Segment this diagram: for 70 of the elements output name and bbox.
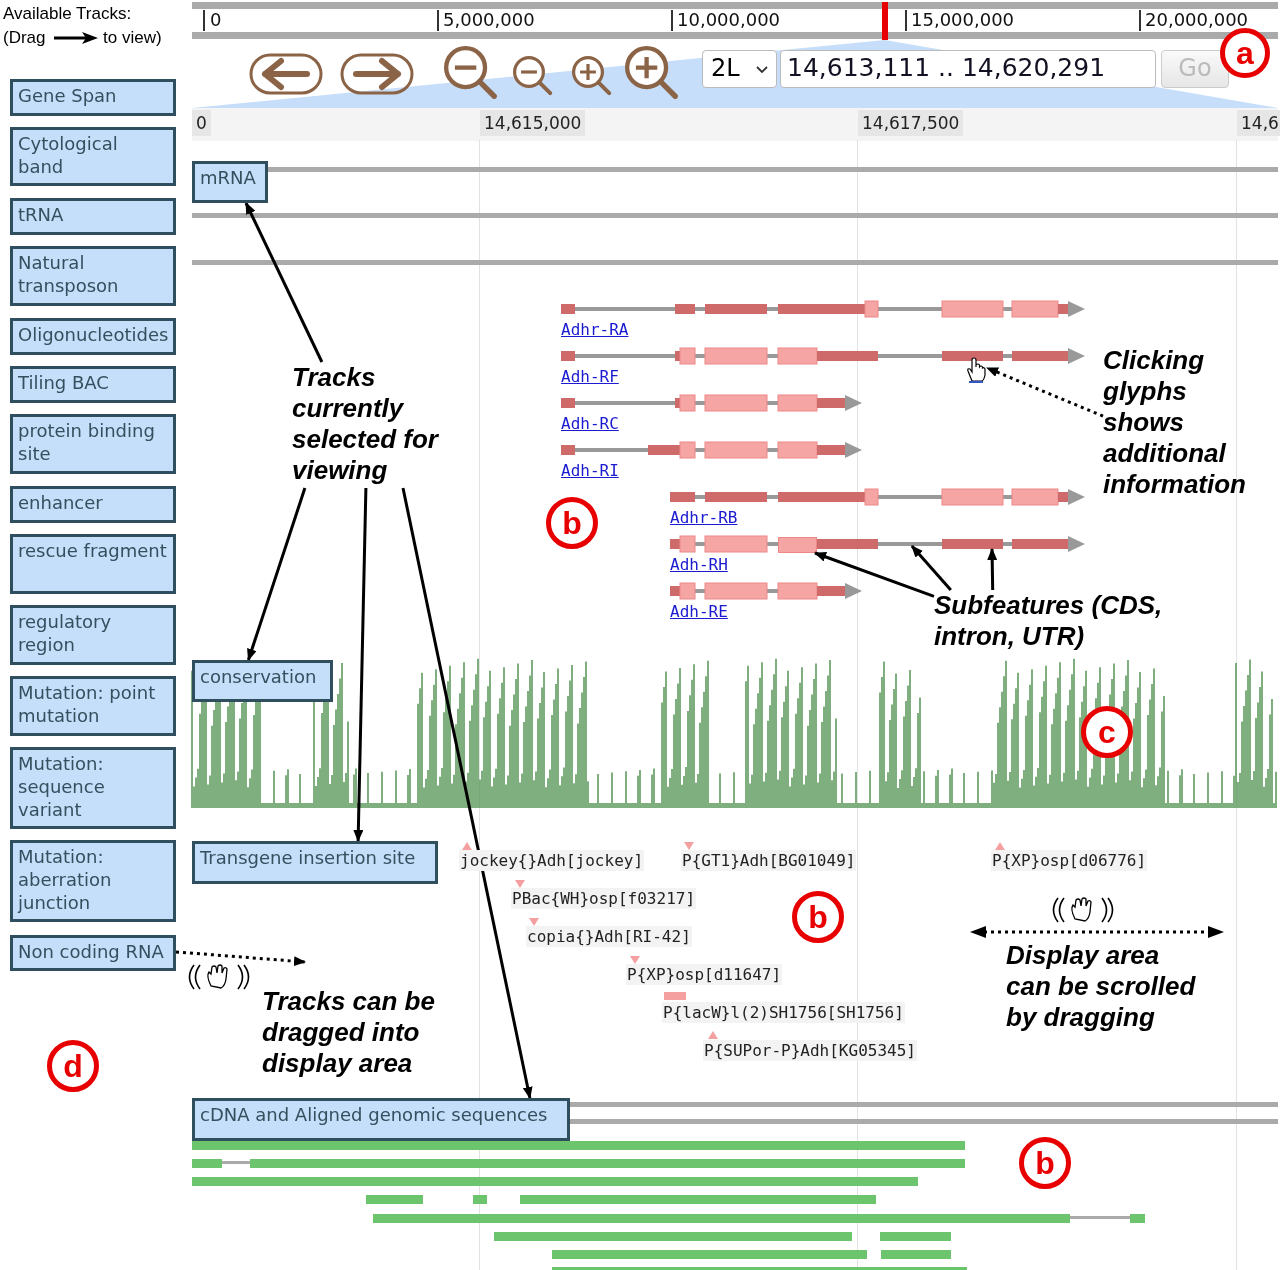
track-label: conservation xyxy=(192,660,333,702)
callout-letter: b xyxy=(792,891,844,943)
annotation-text: Subfeatures (CDS, intron, UTR) xyxy=(934,590,1196,654)
annotation-text: Clicking glyphs shows additional information xyxy=(1103,345,1265,503)
track-label: Transgene insertion site xyxy=(192,841,438,884)
track-label: enhancer xyxy=(10,486,176,523)
track-label: Mutation: aberration junction xyxy=(10,840,176,922)
callout-letter: b xyxy=(1019,1137,1071,1189)
arrow xyxy=(401,487,533,1099)
transcript-link: Adhr-RA xyxy=(561,320,629,339)
annotation-text: Tracks currently selected for viewing xyxy=(292,362,462,488)
hint-text: to view) xyxy=(103,28,162,48)
arrow xyxy=(814,551,935,598)
track-label: Mutation: point mutation xyxy=(10,676,176,736)
chromosome-dropdown: 2L xyxy=(702,50,777,88)
ruler-tick-label: 10,000,000 xyxy=(677,9,781,30)
track-label: Gene Span xyxy=(10,79,176,116)
transcript-link: Adh-RF xyxy=(561,367,619,386)
location-field: 14,613,111 .. 14,620,291 xyxy=(780,50,1156,88)
track-label: Oligonucleotides xyxy=(10,318,176,355)
track-label: rescue fragment xyxy=(10,534,176,594)
feature-label: PBac{WH}osp[f03217] xyxy=(511,888,697,909)
ruler-tick-label: 14,617,500 xyxy=(858,110,964,136)
ruler-tick-label: 0 xyxy=(192,110,211,136)
ruler-tick-label: 14,615,000 xyxy=(480,110,586,136)
hint-text: (Drag xyxy=(3,28,46,48)
ruler-tick-label: 20,000,000 xyxy=(1145,9,1249,30)
feature-label: P{GT1}Adh[BG01049] xyxy=(681,850,857,871)
arrow xyxy=(244,202,324,363)
transcript-link: Adh-RE xyxy=(670,602,728,621)
track-label: Tiling BAC xyxy=(10,366,176,403)
ruler-tick-label: 0 xyxy=(210,9,222,30)
arrow xyxy=(910,545,952,591)
exon-block xyxy=(778,537,817,553)
transcript-link: Adh-RH xyxy=(670,555,728,574)
arrow xyxy=(987,548,998,591)
transcript-link: Adh-RC xyxy=(561,414,619,433)
ruler-tick-label: 5,000,000 xyxy=(443,9,535,30)
track-label: Cytological band xyxy=(10,127,176,186)
track-label: regulatory region xyxy=(10,605,176,665)
callout-letter: d xyxy=(47,1040,99,1092)
transcript-link: Adh-RI xyxy=(561,461,619,480)
exon-block xyxy=(942,539,1003,549)
arrow xyxy=(246,487,307,661)
feature-label: P{SUPor-P}Adh[KG05345] xyxy=(703,1040,917,1061)
feature-label: P{XP}osp[d06776] xyxy=(991,850,1148,871)
annotation-text: Display area can be scrolled by dragging xyxy=(1006,940,1197,1033)
track-label: protein binding site xyxy=(10,414,176,474)
go-button: Go xyxy=(1161,50,1229,88)
track-label: Mutation: sequence variant xyxy=(10,747,176,829)
track-label: Non coding RNA xyxy=(10,935,176,971)
feature-label: copia{}Adh[RI-42] xyxy=(526,926,692,947)
track-label: Natural transposon xyxy=(10,246,176,306)
dotted-arrow xyxy=(175,950,306,967)
callout-letter: a xyxy=(1220,28,1270,78)
feature-label: jockey{}Adh[jockey] xyxy=(459,850,645,871)
transcript-link: Adhr-RB xyxy=(670,508,738,527)
ruler-tick-label: 15,000,000 xyxy=(911,9,1015,30)
arrow xyxy=(353,487,368,842)
annotation-text: Tracks can be dragged into display area xyxy=(262,986,436,1079)
feature-label: P{lacW}l(2)SH1756[SH1756] xyxy=(662,1002,905,1023)
cursor-icon xyxy=(965,357,987,383)
track-label: mRNA xyxy=(192,161,268,203)
dotted-arrow xyxy=(986,366,1104,418)
track-label: tRNA xyxy=(10,198,176,235)
callout-letter: b xyxy=(546,497,598,549)
heading-text: Available Tracks: xyxy=(3,4,132,24)
feature-label: P{XP}osp[d11647] xyxy=(626,964,783,985)
ruler-tick-label: 14,6 xyxy=(1237,110,1280,136)
track-label: cDNA and Aligned genomic sequences xyxy=(192,1098,570,1141)
